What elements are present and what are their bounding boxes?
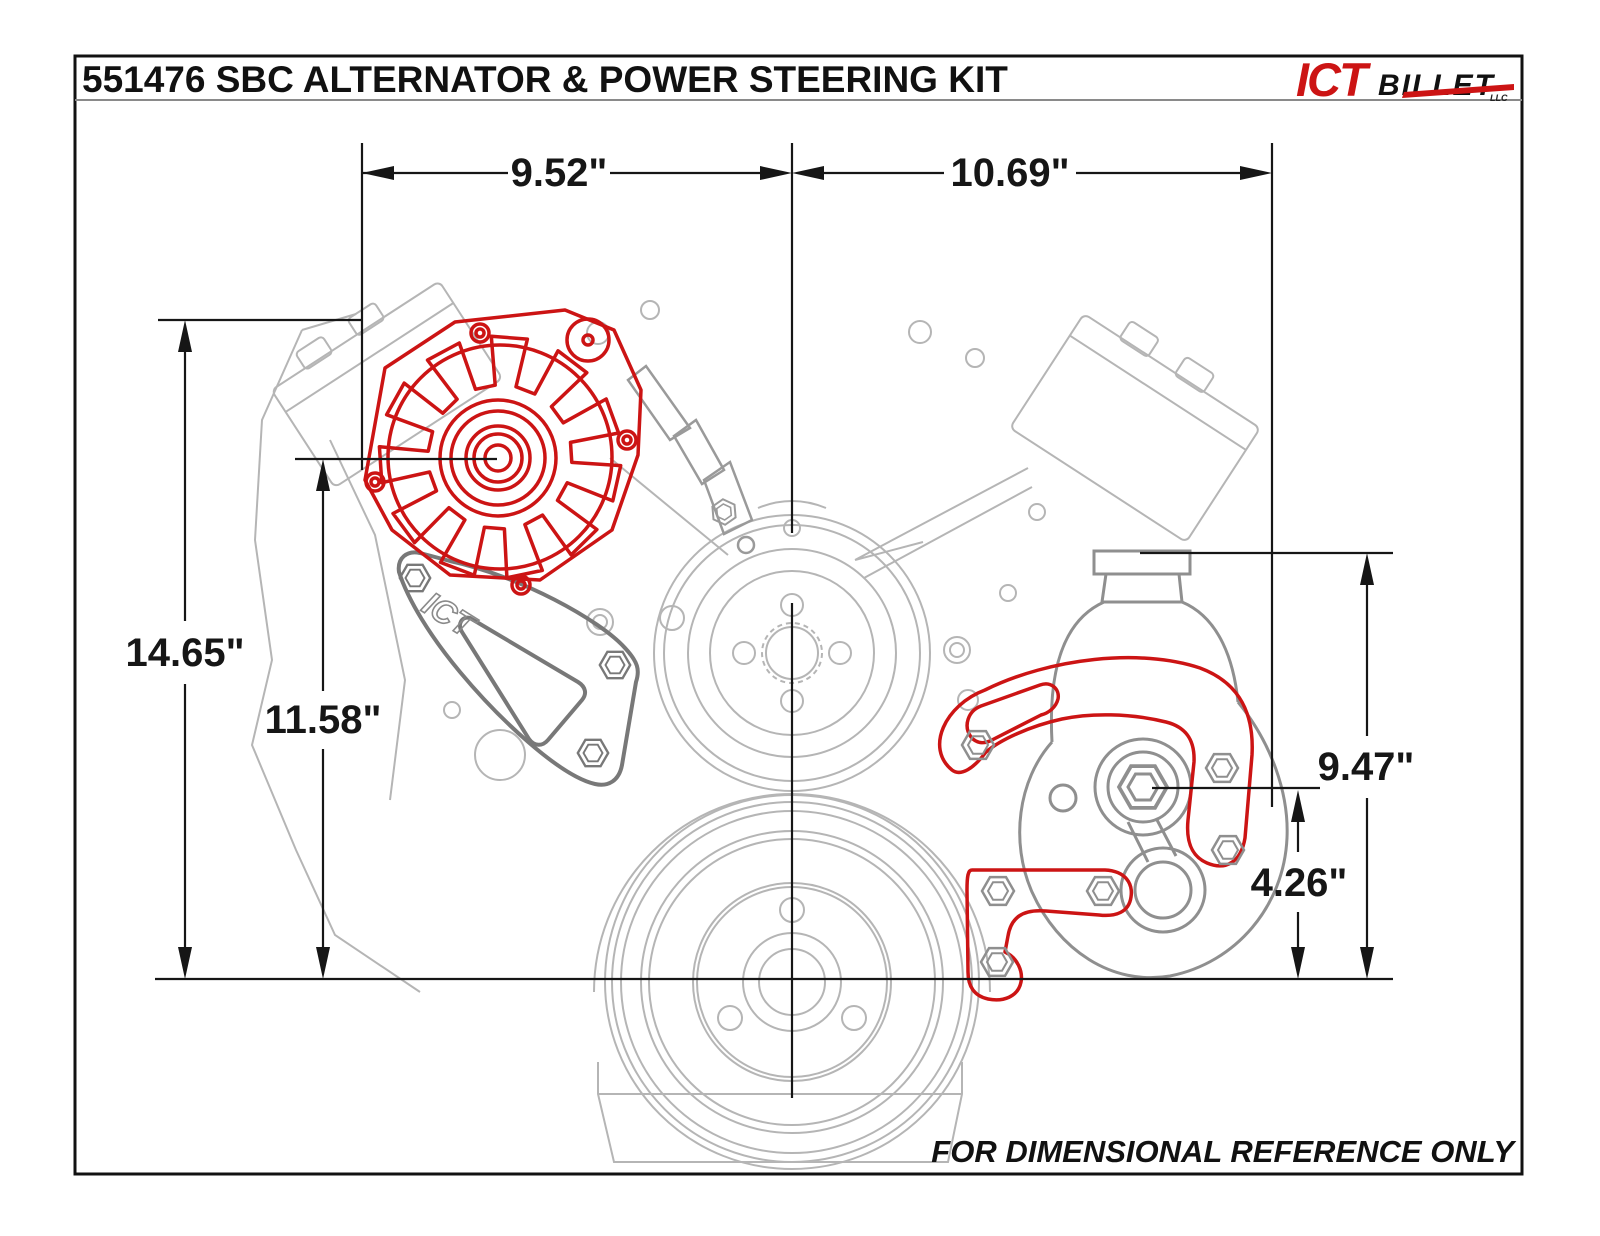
dim-label-ps-shaft-height: 4.26"	[1251, 861, 1348, 905]
ps-bracket-slot	[965, 682, 1060, 745]
pump-body	[1018, 701, 1289, 980]
tensioner-rod	[626, 364, 756, 555]
logo-llc-text: LLC	[1490, 93, 1508, 103]
alternator-mount-ears	[364, 322, 638, 596]
logo-ict-text: ICT	[1296, 53, 1372, 106]
logo-billet-text: BILLET	[1378, 69, 1496, 102]
alternator-case	[363, 308, 643, 582]
ps-upper-bracket	[937, 655, 1254, 868]
bracket-ict-engraving: ICT	[416, 585, 483, 646]
page-title: 551476 SBC ALTERNATOR & POWER STEERING K…	[82, 59, 1008, 100]
power-steering-pump	[1018, 549, 1289, 980]
dim-label-center-to-ps: 10.69"	[950, 151, 1069, 195]
dim-label-alt-center-height: 11.58"	[265, 698, 382, 742]
right-valve-cover	[1011, 315, 1259, 541]
engine-block-edges	[250, 313, 1033, 993]
reservoir-body	[1049, 600, 1240, 743]
reservoir-cap	[1092, 549, 1192, 576]
page-frame	[73, 54, 1524, 1176]
ps-bracket-bolts	[960, 729, 1246, 978]
footer-reference-note: FOR DIMENSIONAL REFERENCE ONLY	[931, 1134, 1517, 1169]
bracket-bolt-1	[398, 563, 432, 593]
bracket-bolt-2	[598, 650, 632, 680]
dim-label-deck-to-crank: 14.65"	[125, 631, 244, 675]
dimension-lines	[155, 143, 1393, 1098]
bracket-bolt-3	[576, 738, 610, 768]
engine-linework	[250, 282, 1259, 1170]
alternator-fan	[377, 334, 623, 580]
logo-underline-swoosh	[1402, 84, 1514, 98]
alternator-upper-boss	[565, 317, 611, 363]
alternator-highlight	[363, 308, 643, 596]
oil-pan	[597, 1062, 963, 1163]
dim-label-alt-to-center: 9.52"	[511, 151, 608, 195]
ict-billet-logo: ICT BILLET LLC	[1296, 53, 1514, 106]
reservoir-neck	[1100, 573, 1184, 604]
pump-lower-boss	[1119, 846, 1207, 934]
block-bolt-bosses	[443, 300, 1046, 781]
ps-lower-bracket	[965, 868, 1134, 1002]
ps-bracket-highlight	[937, 655, 1254, 1002]
dim-label-reservoir-height: 9.47"	[1318, 745, 1415, 789]
